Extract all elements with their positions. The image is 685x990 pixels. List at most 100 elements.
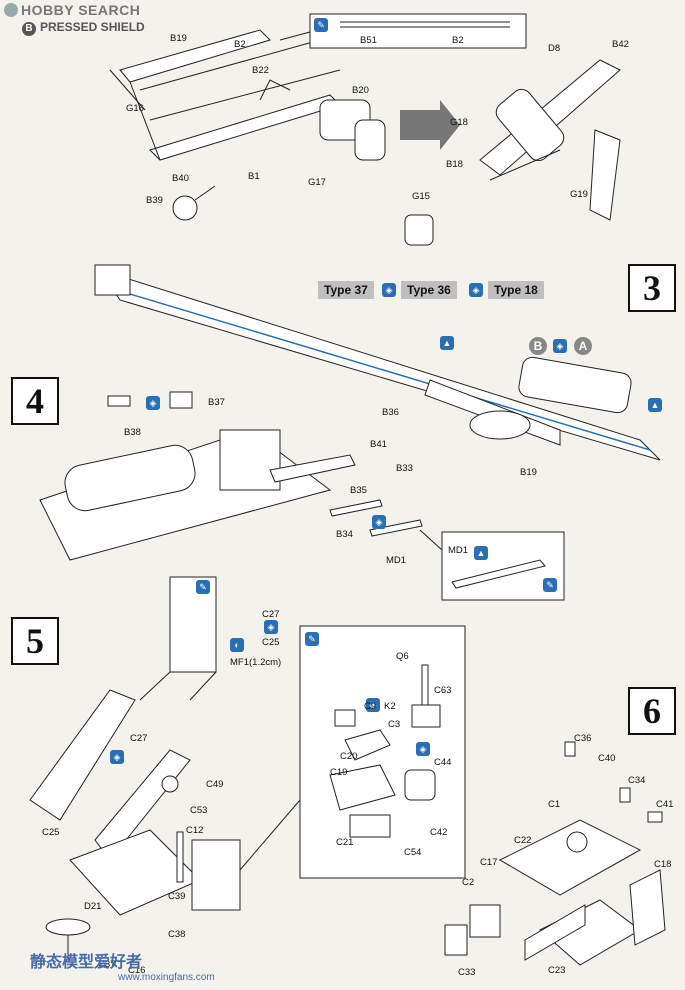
step-3-marker: 3 <box>628 264 676 312</box>
part-label: C41 <box>656 799 674 810</box>
step-5-marker: 5 <box>11 617 59 665</box>
part-label: B36 <box>382 407 399 418</box>
part-label: C63 <box>434 685 452 696</box>
part-label: B22 <box>252 65 269 76</box>
part-label: B38 <box>124 427 141 438</box>
type-tag-37: Type 37 <box>318 281 374 299</box>
option-icon: ◈ <box>372 515 386 529</box>
sight-bracket-drawing <box>29 689 241 960</box>
part-label: C49 <box>206 779 224 790</box>
part-label: MD1 <box>448 545 469 556</box>
hobby-search-watermark: HOBBY SEARCH <box>4 2 140 18</box>
part-label: G17 <box>308 177 326 188</box>
option-a-badge: A <box>574 337 592 355</box>
part-label: C21 <box>336 837 354 848</box>
part-label: B2 <box>452 35 464 46</box>
part-label: G15 <box>412 191 430 202</box>
part-label: C17 <box>480 857 498 868</box>
part-label: MD1 <box>386 555 407 566</box>
part-label: B19 <box>520 467 537 478</box>
part-label: D8 <box>548 43 561 54</box>
gun-barrel-drawing <box>94 264 661 461</box>
option-icon: ◈ <box>110 750 124 764</box>
glue-icon: ✎ <box>314 18 328 32</box>
part-label: C3 <box>388 719 401 730</box>
glue-icon: ✎ <box>196 580 210 594</box>
part-label: B40 <box>172 173 189 184</box>
shield-frame-drawing <box>109 29 460 221</box>
part-label: C39 <box>168 891 186 902</box>
part-label: C36 <box>574 733 592 744</box>
section-title: PRESSED SHIELD <box>40 20 145 34</box>
base-assembly-drawing <box>444 741 666 966</box>
part-label: D21 <box>84 901 102 912</box>
part-label: B20 <box>352 85 369 96</box>
site-watermark: 静态模型爱好者 <box>30 954 143 971</box>
part-label: Q6 <box>396 651 409 662</box>
part-label: B18 <box>446 159 463 170</box>
shield-detail-inset <box>309 13 527 49</box>
part-label: C23 <box>548 965 566 976</box>
part-label: C33 <box>458 967 476 978</box>
part-label: C54 <box>404 847 422 858</box>
part-label: C38 <box>168 929 186 940</box>
part-label: C27 <box>262 609 280 620</box>
cement-icon: ▲ <box>648 398 662 412</box>
option-icon: ◈ <box>382 283 396 297</box>
part-label: B35 <box>350 485 367 496</box>
part-label: B33 <box>396 463 413 474</box>
type-tag-36: Type 36 <box>401 281 457 299</box>
part-label: B51 <box>360 35 377 46</box>
part-label: B42 <box>612 39 629 50</box>
part-label: B34 <box>336 529 353 540</box>
option-icon: ◈ <box>366 698 380 712</box>
cement-icon: ▲ <box>440 336 454 350</box>
pressed-shield-heading: B PRESSED SHIELD <box>22 20 145 36</box>
section-badge: B <box>22 22 36 36</box>
option-icon: ◈ <box>146 396 160 410</box>
site-url-watermark: www.moxingfans.com <box>118 972 215 983</box>
part-label: C12 <box>186 825 204 836</box>
step-6-marker: 6 <box>628 687 676 735</box>
part-label: C44 <box>434 757 452 768</box>
part-label: C1 <box>548 799 561 810</box>
part-label: C2 <box>462 877 475 888</box>
step-4-marker: 4 <box>11 377 59 425</box>
part-label: B39 <box>146 195 163 206</box>
option-icon: ◈ <box>469 283 483 297</box>
breech-assembly-drawing <box>39 391 423 561</box>
glue-icon: ✎ <box>543 578 557 592</box>
part-label: C34 <box>628 775 646 786</box>
paint-icon: ◐ <box>230 638 244 652</box>
part-label: C25 <box>262 637 280 648</box>
sight-detail-inset <box>299 625 466 879</box>
part-label: C25 <box>42 827 60 838</box>
part-label: B37 <box>208 397 225 408</box>
part-label: G16 <box>126 103 144 114</box>
option-b-badge: B <box>529 337 547 355</box>
part-label: C9 <box>364 701 377 712</box>
part-label: C20 <box>340 751 358 762</box>
hobby-search-logo-icon <box>4 3 18 17</box>
mount-assembly-drawing <box>404 59 621 246</box>
option-icon: ◈ <box>416 742 430 756</box>
up-arrow-icon: ▲ <box>474 546 488 560</box>
part-label: C53 <box>190 805 208 816</box>
glue-icon: ✎ <box>305 632 319 646</box>
part-label: C22 <box>514 835 532 846</box>
part-label: C18 <box>654 859 672 870</box>
part-label: C16 <box>128 965 146 976</box>
part-label: C42 <box>430 827 448 838</box>
part-label: B41 <box>370 439 387 450</box>
part-label: C37 <box>98 959 116 970</box>
part-label: C40 <box>598 753 616 764</box>
option-icon: ◈ <box>553 339 567 353</box>
part-label: G18 <box>450 117 468 128</box>
part-label: B1 <box>248 171 260 182</box>
part-label: G19 <box>570 189 588 200</box>
part-label: C19 <box>330 767 348 778</box>
part-label: K2 <box>384 701 396 712</box>
part-label: B2 <box>234 39 246 50</box>
